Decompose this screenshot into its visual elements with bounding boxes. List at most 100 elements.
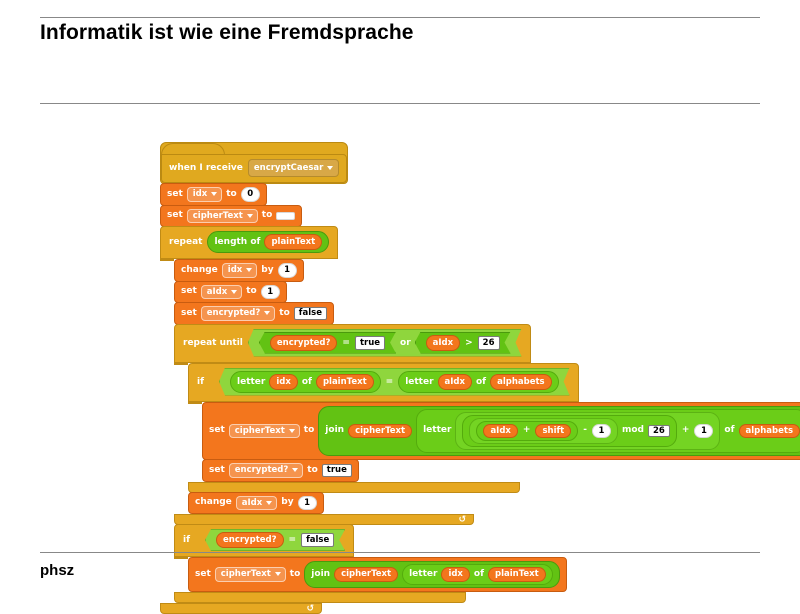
variable-dropdown-aidx[interactable]: aIdx — [200, 284, 243, 299]
letter-label: letter — [237, 376, 266, 387]
if-footer — [188, 481, 520, 493]
value-input-true[interactable]: true — [355, 336, 385, 350]
to-label: to — [307, 464, 318, 475]
block-set-ciphertext-empty[interactable]: set cipherText to — [160, 204, 303, 227]
block-repeat-length-of-plaintext[interactable]: repeat length of plainText change — [160, 226, 800, 614]
if-left-arm — [188, 401, 202, 404]
variable-dropdown-idx[interactable]: idx — [221, 263, 258, 278]
reporter-plus-inner[interactable]: aIdx + shift — [476, 420, 579, 441]
predicate-encrypted-eq-true[interactable]: encrypted? = true — [259, 332, 396, 354]
block-set-ciphertext-join-plain[interactable]: set cipherText to join — [188, 557, 567, 592]
reporter-letter-of-alphabets[interactable]: letter aIdx — [416, 408, 800, 453]
block-set-idx[interactable]: set idx to 0 — [160, 183, 267, 206]
hat-block-when-i-receive[interactable]: when I receive encryptCaesar — [160, 142, 349, 184]
variable-shift[interactable]: shift — [535, 423, 572, 438]
predicate-aidx-gt-26[interactable]: aIdx > 26 — [415, 332, 511, 354]
repeat-until-header[interactable]: repeat until encrypted? = true or — [174, 323, 531, 363]
reporter-join[interactable]: join cipherText letter — [318, 405, 800, 456]
predicate-letters-equal[interactable]: letter idx of plainText = — [219, 368, 570, 396]
block-if-not-encrypted[interactable]: if encrypted? = false — [174, 524, 800, 603]
set-label: set — [181, 286, 197, 297]
message-dropdown[interactable]: encryptCaesar — [247, 159, 340, 177]
block-if-letter-match[interactable]: if letter idx of plainText — [188, 362, 800, 493]
variable-idx[interactable]: idx — [269, 374, 297, 390]
variable-plaintext[interactable]: plainText — [488, 567, 546, 582]
variable-ciphertext[interactable]: cipherText — [348, 423, 413, 438]
repeat-body-row: change idx by 1 — [160, 259, 800, 603]
if-header[interactable]: if letter idx of plainText — [188, 362, 579, 402]
chevron-down-icon — [264, 311, 271, 316]
if2-footer — [174, 591, 466, 603]
value-input-true[interactable]: true — [321, 464, 352, 477]
block-set-encrypted-true[interactable]: set encrypted? to true — [202, 459, 359, 482]
value-input-one[interactable]: 1 — [694, 423, 714, 438]
set-label: set — [209, 425, 225, 436]
variable-aidx[interactable]: aIdx — [426, 335, 460, 351]
chevron-down-icon — [246, 213, 253, 218]
variable-plaintext[interactable]: plainText — [264, 234, 323, 250]
value-input-empty[interactable] — [276, 211, 296, 220]
reporter-mod[interactable]: aIdx + shift - — [462, 414, 677, 447]
variable-ciphertext[interactable]: cipherText — [334, 567, 399, 582]
value-input-26[interactable]: 26 — [478, 336, 500, 350]
variable-dropdown-ciphertext-value: cipherText — [192, 210, 243, 221]
block-set-encrypted-false[interactable]: set encrypted? to false — [174, 302, 334, 325]
variable-encrypted[interactable]: encrypted? — [270, 335, 338, 351]
reporter-length-of[interactable]: length of plainText — [207, 231, 330, 253]
chevron-down-icon — [211, 192, 218, 197]
letter-label: letter — [409, 568, 438, 579]
value-input-one[interactable]: 1 — [260, 284, 280, 299]
value-input-one[interactable]: 1 — [297, 495, 317, 510]
value-input-26[interactable]: 26 — [648, 424, 670, 437]
predicate-or[interactable]: encrypted? = true or aIdx > 26 — [248, 329, 522, 357]
if-header-2[interactable]: if encrypted? = false — [174, 524, 355, 557]
variable-dropdown-encrypted[interactable]: encrypted? — [228, 463, 304, 478]
block-change-aidx[interactable]: change aIdx by 1 — [188, 491, 324, 514]
value-input-false[interactable]: false — [293, 307, 327, 320]
variable-dropdown-encrypted-value: encrypted? — [206, 308, 261, 318]
variable-alphabets[interactable]: alphabets — [738, 423, 800, 438]
variable-dropdown-ciphertext[interactable]: cipherText — [186, 208, 258, 223]
reporter-letter-idx-of-plaintext[interactable]: letter idx of plainText — [230, 371, 381, 393]
chevron-down-icon — [327, 166, 334, 170]
by-label: by — [281, 497, 294, 508]
reporter-minus[interactable]: aIdx + shift - — [469, 417, 618, 444]
operator-minus: - — [583, 425, 587, 436]
variable-encrypted[interactable]: encrypted? — [216, 532, 284, 548]
block-set-aidx[interactable]: set aIdx to 1 — [174, 280, 287, 303]
if-body: set cipherText to — [202, 401, 800, 482]
reporter-letter-aidx-of-alphabets[interactable]: letter aIdx of alphabets — [398, 371, 558, 393]
repeat-until-left-arm — [174, 362, 188, 365]
variable-idx[interactable]: idx — [441, 567, 470, 582]
variable-dropdown-ciphertext[interactable]: cipherText — [228, 423, 300, 438]
value-input-one[interactable]: 1 — [592, 423, 611, 438]
variable-plaintext[interactable]: plainText — [316, 374, 374, 390]
variable-dropdown-ciphertext[interactable]: cipherText — [214, 567, 286, 582]
value-input-one[interactable]: 1 — [277, 263, 297, 278]
variable-dropdown-encrypted[interactable]: encrypted? — [200, 306, 276, 321]
top-divider — [40, 17, 760, 18]
variable-aidx[interactable]: aIdx — [438, 374, 472, 390]
reporter-plus-outer[interactable]: aIdx + shift - — [455, 411, 721, 450]
reporter-join-2[interactable]: join cipherText letter idx of plainText — [304, 561, 560, 588]
set-label: set — [167, 188, 183, 199]
variable-dropdown-idx[interactable]: idx — [186, 187, 223, 202]
variable-aidx[interactable]: aIdx — [483, 423, 518, 438]
or-label: or — [400, 337, 411, 348]
reporter-letter-idx-of-plaintext-2[interactable]: letter idx of plainText — [402, 564, 553, 585]
footer-label: phsz — [40, 562, 75, 579]
variable-alphabets[interactable]: alphabets — [490, 374, 552, 390]
block-repeat-until[interactable]: repeat until encrypted? = true or — [174, 323, 800, 525]
chevron-down-icon — [274, 572, 281, 577]
set-label: set — [209, 464, 225, 475]
block-set-ciphertext-join-caesar[interactable]: set cipherText to — [202, 401, 800, 460]
predicate-encrypted-eq-false[interactable]: encrypted? = false — [205, 529, 345, 551]
variable-dropdown-aidx[interactable]: aIdx — [235, 495, 278, 510]
block-change-idx[interactable]: change idx by 1 — [174, 259, 304, 282]
repeat-header[interactable]: repeat length of plainText — [160, 226, 339, 259]
letter-label: letter — [405, 376, 434, 387]
title-divider — [40, 103, 760, 104]
to-label: to — [261, 210, 273, 221]
value-input-zero[interactable]: 0 — [240, 187, 260, 202]
value-input-false[interactable]: false — [301, 533, 334, 547]
